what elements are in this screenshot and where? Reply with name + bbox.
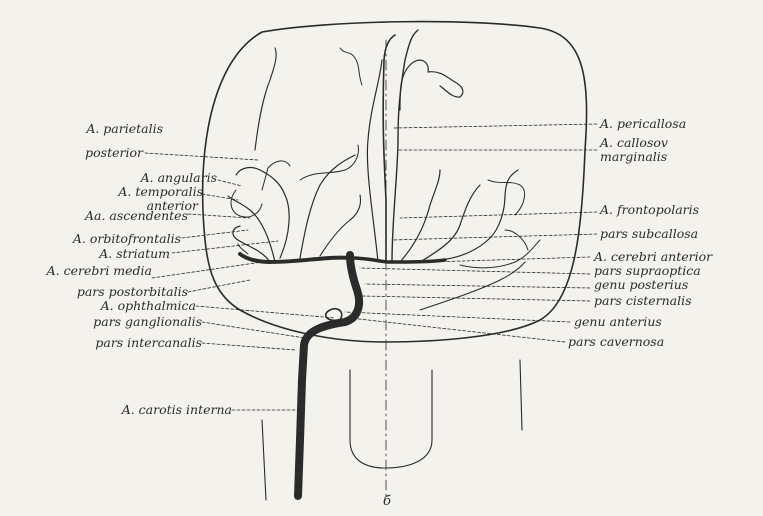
label-anterior-cerebral-artery: A. cerebri anterior	[594, 250, 712, 263]
label-pars-cavernosa: pars cavernosa	[568, 335, 664, 348]
label-callosomarginal-artery: A. callosov	[600, 136, 668, 149]
label-striatum-artery: A. striatum	[99, 247, 170, 260]
label-pars-subcallosa: pars subcallosa	[600, 227, 698, 240]
label-angular-artery: A. angularis	[141, 171, 217, 184]
label-genu-anterius: genu anterius	[574, 315, 662, 328]
ophthalmic-artery	[326, 309, 342, 321]
label-pericallosal-artery: A. pericallosa	[600, 117, 686, 130]
label-internal-carotid: A. carotis interna	[122, 403, 232, 416]
label-parietal-artery: A. parietalis	[86, 122, 163, 135]
label-genu-posterius: genu posterius	[594, 278, 688, 291]
label-callosomarginal-marginalis: marginalis	[600, 150, 667, 163]
anterior-cerebral-artery	[350, 258, 445, 262]
skull-outline	[203, 22, 587, 342]
nasal-outline	[350, 370, 432, 468]
label-ascending-arteries: Aa. ascendentes	[85, 209, 188, 222]
label-pars-ganglionalis: pars ganglionalis	[93, 315, 202, 328]
label-parietal-posterior: posterior	[85, 146, 143, 159]
label-middle-cerebral-artery: A. cerebri media	[47, 264, 152, 277]
parietal-branch	[255, 48, 276, 150]
frontal-branch	[400, 60, 463, 110]
label-ophthalmic-artery: A. ophthalmica	[101, 299, 196, 312]
middle-cerebral-artery	[240, 254, 350, 262]
left-neck-line	[262, 420, 266, 500]
label-pars-postorbitalis: pars postorbitalis	[77, 285, 188, 298]
label-pars-cisternalis: pars cisternalis	[594, 294, 692, 307]
frontopolar-artery	[400, 170, 440, 262]
label-frontopolar-artery: A. frontopolaris	[600, 203, 699, 216]
label-temporal-artery: A. temporalis	[118, 185, 203, 198]
label-orbitofrontal-artery: A. orbitofrontalis	[73, 232, 181, 245]
right-neck-line	[520, 360, 522, 430]
panel-letter: б	[383, 495, 391, 508]
label-pars-intercanalis: pars intercanalis	[95, 336, 202, 349]
label-pars-supraoptica: pars supraoptica	[594, 264, 701, 277]
callosomarginal-artery	[392, 30, 418, 262]
